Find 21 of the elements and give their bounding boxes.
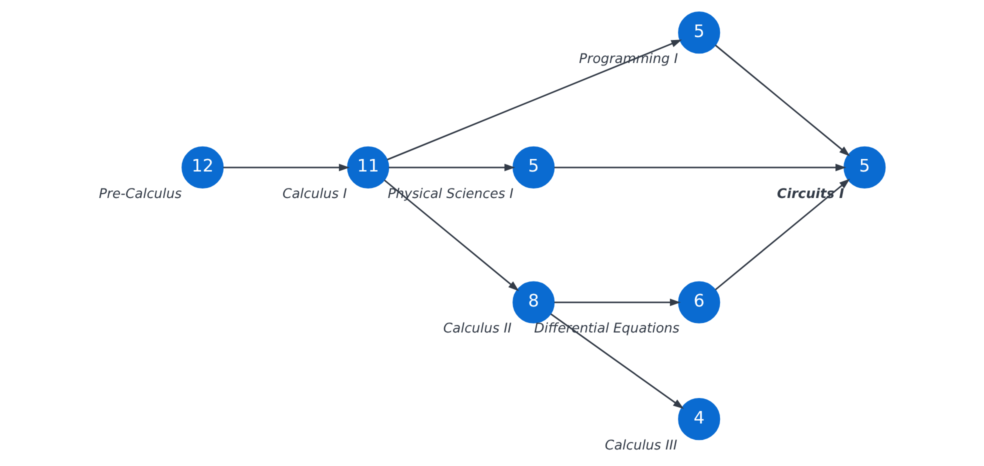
arrow bbox=[550, 313, 684, 409]
node-circle: 5 bbox=[512, 146, 555, 189]
node-circle: 12 bbox=[182, 146, 224, 189]
node-circle: 5 bbox=[844, 146, 886, 189]
arrow bbox=[223, 164, 350, 172]
arrow bbox=[714, 44, 850, 156]
node-label: Calculus III bbox=[604, 438, 678, 454]
arrow bbox=[714, 178, 850, 290]
node-circle: 4 bbox=[678, 398, 720, 440]
node-circle: 5 bbox=[678, 12, 720, 54]
node-label: Calculus II bbox=[443, 322, 512, 337]
node-circle: 11 bbox=[347, 146, 390, 189]
arrow bbox=[554, 298, 681, 306]
arrow bbox=[384, 180, 519, 292]
node-label: Pre-Calculus bbox=[98, 186, 182, 202]
arrow bbox=[554, 164, 846, 172]
arrow bbox=[387, 40, 682, 160]
arrow bbox=[388, 164, 516, 172]
node-circle: 8 bbox=[512, 281, 555, 324]
node-label: Calculus I bbox=[282, 186, 347, 202]
node-circle: 6 bbox=[678, 281, 720, 324]
